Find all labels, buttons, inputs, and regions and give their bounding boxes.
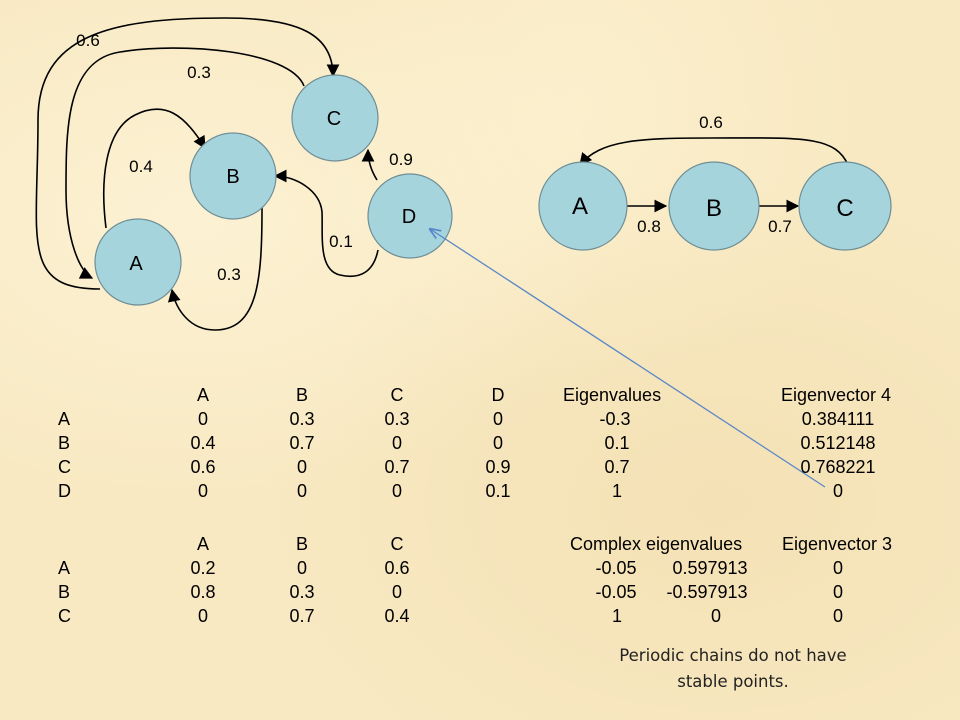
t1-cell: 0 bbox=[391, 481, 403, 501]
t1-cell: 0.3 bbox=[384, 409, 410, 429]
edge-b-to-a bbox=[167, 207, 263, 331]
t1-cell: 0 bbox=[492, 409, 504, 429]
edge-c-to-a bbox=[579, 137, 849, 166]
t2-eig-imag: 0.597913 bbox=[672, 558, 748, 578]
t1-eigenvector: 0.512148 bbox=[800, 433, 876, 453]
t2-cell: 0 bbox=[391, 582, 403, 602]
edge-label-a-b: 0.4 bbox=[129, 157, 153, 176]
t1-row-label: A bbox=[58, 409, 71, 429]
t2-eigenvector: 0 bbox=[832, 558, 844, 578]
t1-eigenvector: 0 bbox=[832, 481, 844, 501]
t2-eig-real: -0.05 bbox=[595, 558, 637, 578]
t1-eigenvalue: 0.1 bbox=[604, 433, 630, 453]
edge-a-to-b bbox=[102, 108, 206, 229]
node2-b bbox=[668, 161, 760, 251]
t1-eigenvector: 0.768221 bbox=[800, 457, 876, 477]
t2-cell: 0.2 bbox=[190, 558, 216, 578]
t1-col-c: C bbox=[390, 385, 404, 405]
t1-cell: 0.6 bbox=[190, 457, 216, 477]
node2-c bbox=[798, 161, 892, 251]
node2-a bbox=[538, 161, 628, 251]
t2-col-b: B bbox=[295, 534, 309, 554]
edge-label-a-c: 0.6 bbox=[76, 31, 100, 50]
diagram1-edges bbox=[35, 17, 379, 331]
t2-eigenvector-header: Eigenvector 3 bbox=[782, 534, 893, 554]
periodic-note: Periodic chains do not have stable point… bbox=[598, 643, 868, 695]
t2-eig-imag: 0 bbox=[710, 606, 722, 626]
t1-cell: 0.4 bbox=[190, 433, 216, 453]
edge-label-d-b: 0.1 bbox=[329, 232, 353, 251]
edge-d-to-b bbox=[273, 169, 379, 277]
edge-label-b-c-2: 0.7 bbox=[768, 217, 792, 236]
node-d-label: D bbox=[402, 206, 416, 228]
t2-eig-real: -0.05 bbox=[595, 582, 637, 602]
t1-cell: 0 bbox=[296, 481, 308, 501]
t2-cell: 0.6 bbox=[384, 558, 410, 578]
diagram2-edges bbox=[579, 137, 849, 213]
t1-cell: 0 bbox=[391, 433, 403, 453]
t2-cell: 0.3 bbox=[289, 582, 315, 602]
node2-b-label: B bbox=[706, 195, 722, 222]
t2-eigenvalues-header: Complex eigenvalues bbox=[570, 534, 743, 554]
t1-col-d: D bbox=[491, 385, 505, 405]
t1-eigenvalue: 1 bbox=[611, 481, 623, 501]
t1-cell: 0.3 bbox=[289, 409, 315, 429]
t1-col-b: B bbox=[295, 385, 309, 405]
t2-eig-imag: -0.597913 bbox=[666, 582, 748, 602]
t1-cell: 0 bbox=[197, 481, 209, 501]
node2-c-label: C bbox=[836, 195, 853, 222]
t2-cell: 0 bbox=[197, 606, 209, 626]
t2-eigenvector: 0 bbox=[832, 582, 844, 602]
node2-a-label: A bbox=[572, 193, 588, 220]
t2-eigenvector: 0 bbox=[832, 606, 844, 626]
edge-label-c-a-2: 0.6 bbox=[699, 113, 723, 132]
node-c-label: C bbox=[327, 108, 341, 130]
t1-row-label: D bbox=[58, 481, 71, 501]
edge-a-to-c-outer bbox=[35, 17, 340, 290]
t1-cell: 0 bbox=[296, 457, 308, 477]
edge-label-c-a: 0.3 bbox=[187, 63, 211, 82]
t1-row-label: B bbox=[58, 433, 71, 453]
t2-cell: 0.4 bbox=[384, 606, 410, 626]
t1-cell: 0.7 bbox=[384, 457, 410, 477]
diagram2-nodes bbox=[538, 161, 892, 251]
t2-row-label: C bbox=[58, 606, 71, 626]
t1-cell: 0.1 bbox=[485, 481, 511, 501]
periodic-note-line2: stable points. bbox=[677, 672, 789, 691]
t2-cell: 0 bbox=[296, 558, 308, 578]
t1-eigenvector-header: Eigenvector 4 bbox=[781, 385, 892, 405]
edge-label-b-a: 0.3 bbox=[217, 265, 241, 284]
t2-cell: 0.8 bbox=[190, 582, 216, 602]
t1-eigenvector: 0.384111 bbox=[801, 409, 875, 429]
t2-col-c: C bbox=[390, 534, 404, 554]
edge-c-to-a-inner bbox=[65, 47, 305, 279]
edge-label-a-b-2: 0.8 bbox=[637, 217, 661, 236]
t2-col-a: A bbox=[196, 534, 210, 554]
t2-cell: 0.7 bbox=[289, 606, 315, 626]
node-a bbox=[94, 218, 182, 306]
t1-cell: 0 bbox=[492, 433, 504, 453]
t2-row-label: B bbox=[58, 582, 71, 602]
t1-col-a: A bbox=[196, 385, 210, 405]
node-a-label: A bbox=[129, 253, 143, 275]
t1-row-label: C bbox=[58, 457, 71, 477]
node-b bbox=[189, 132, 277, 220]
periodic-note-line1: Periodic chains do not have bbox=[619, 646, 847, 665]
t1-eigenvalues-header: Eigenvalues bbox=[563, 385, 662, 405]
edge-label-d-c: 0.9 bbox=[389, 150, 413, 169]
t2-row-label: A bbox=[58, 558, 71, 578]
t1-eigenvalue: 0.7 bbox=[604, 457, 630, 477]
pointer-line bbox=[430, 229, 826, 488]
t1-eigenvalue: -0.3 bbox=[599, 409, 631, 429]
node-b-label: B bbox=[226, 166, 239, 188]
t1-cell: 0 bbox=[197, 409, 209, 429]
t2-eig-real: 1 bbox=[611, 606, 623, 626]
edge-d-to-c bbox=[361, 148, 378, 181]
t1-cell: 0.9 bbox=[485, 457, 511, 477]
t1-cell: 0.7 bbox=[289, 433, 315, 453]
node-c bbox=[291, 74, 379, 162]
